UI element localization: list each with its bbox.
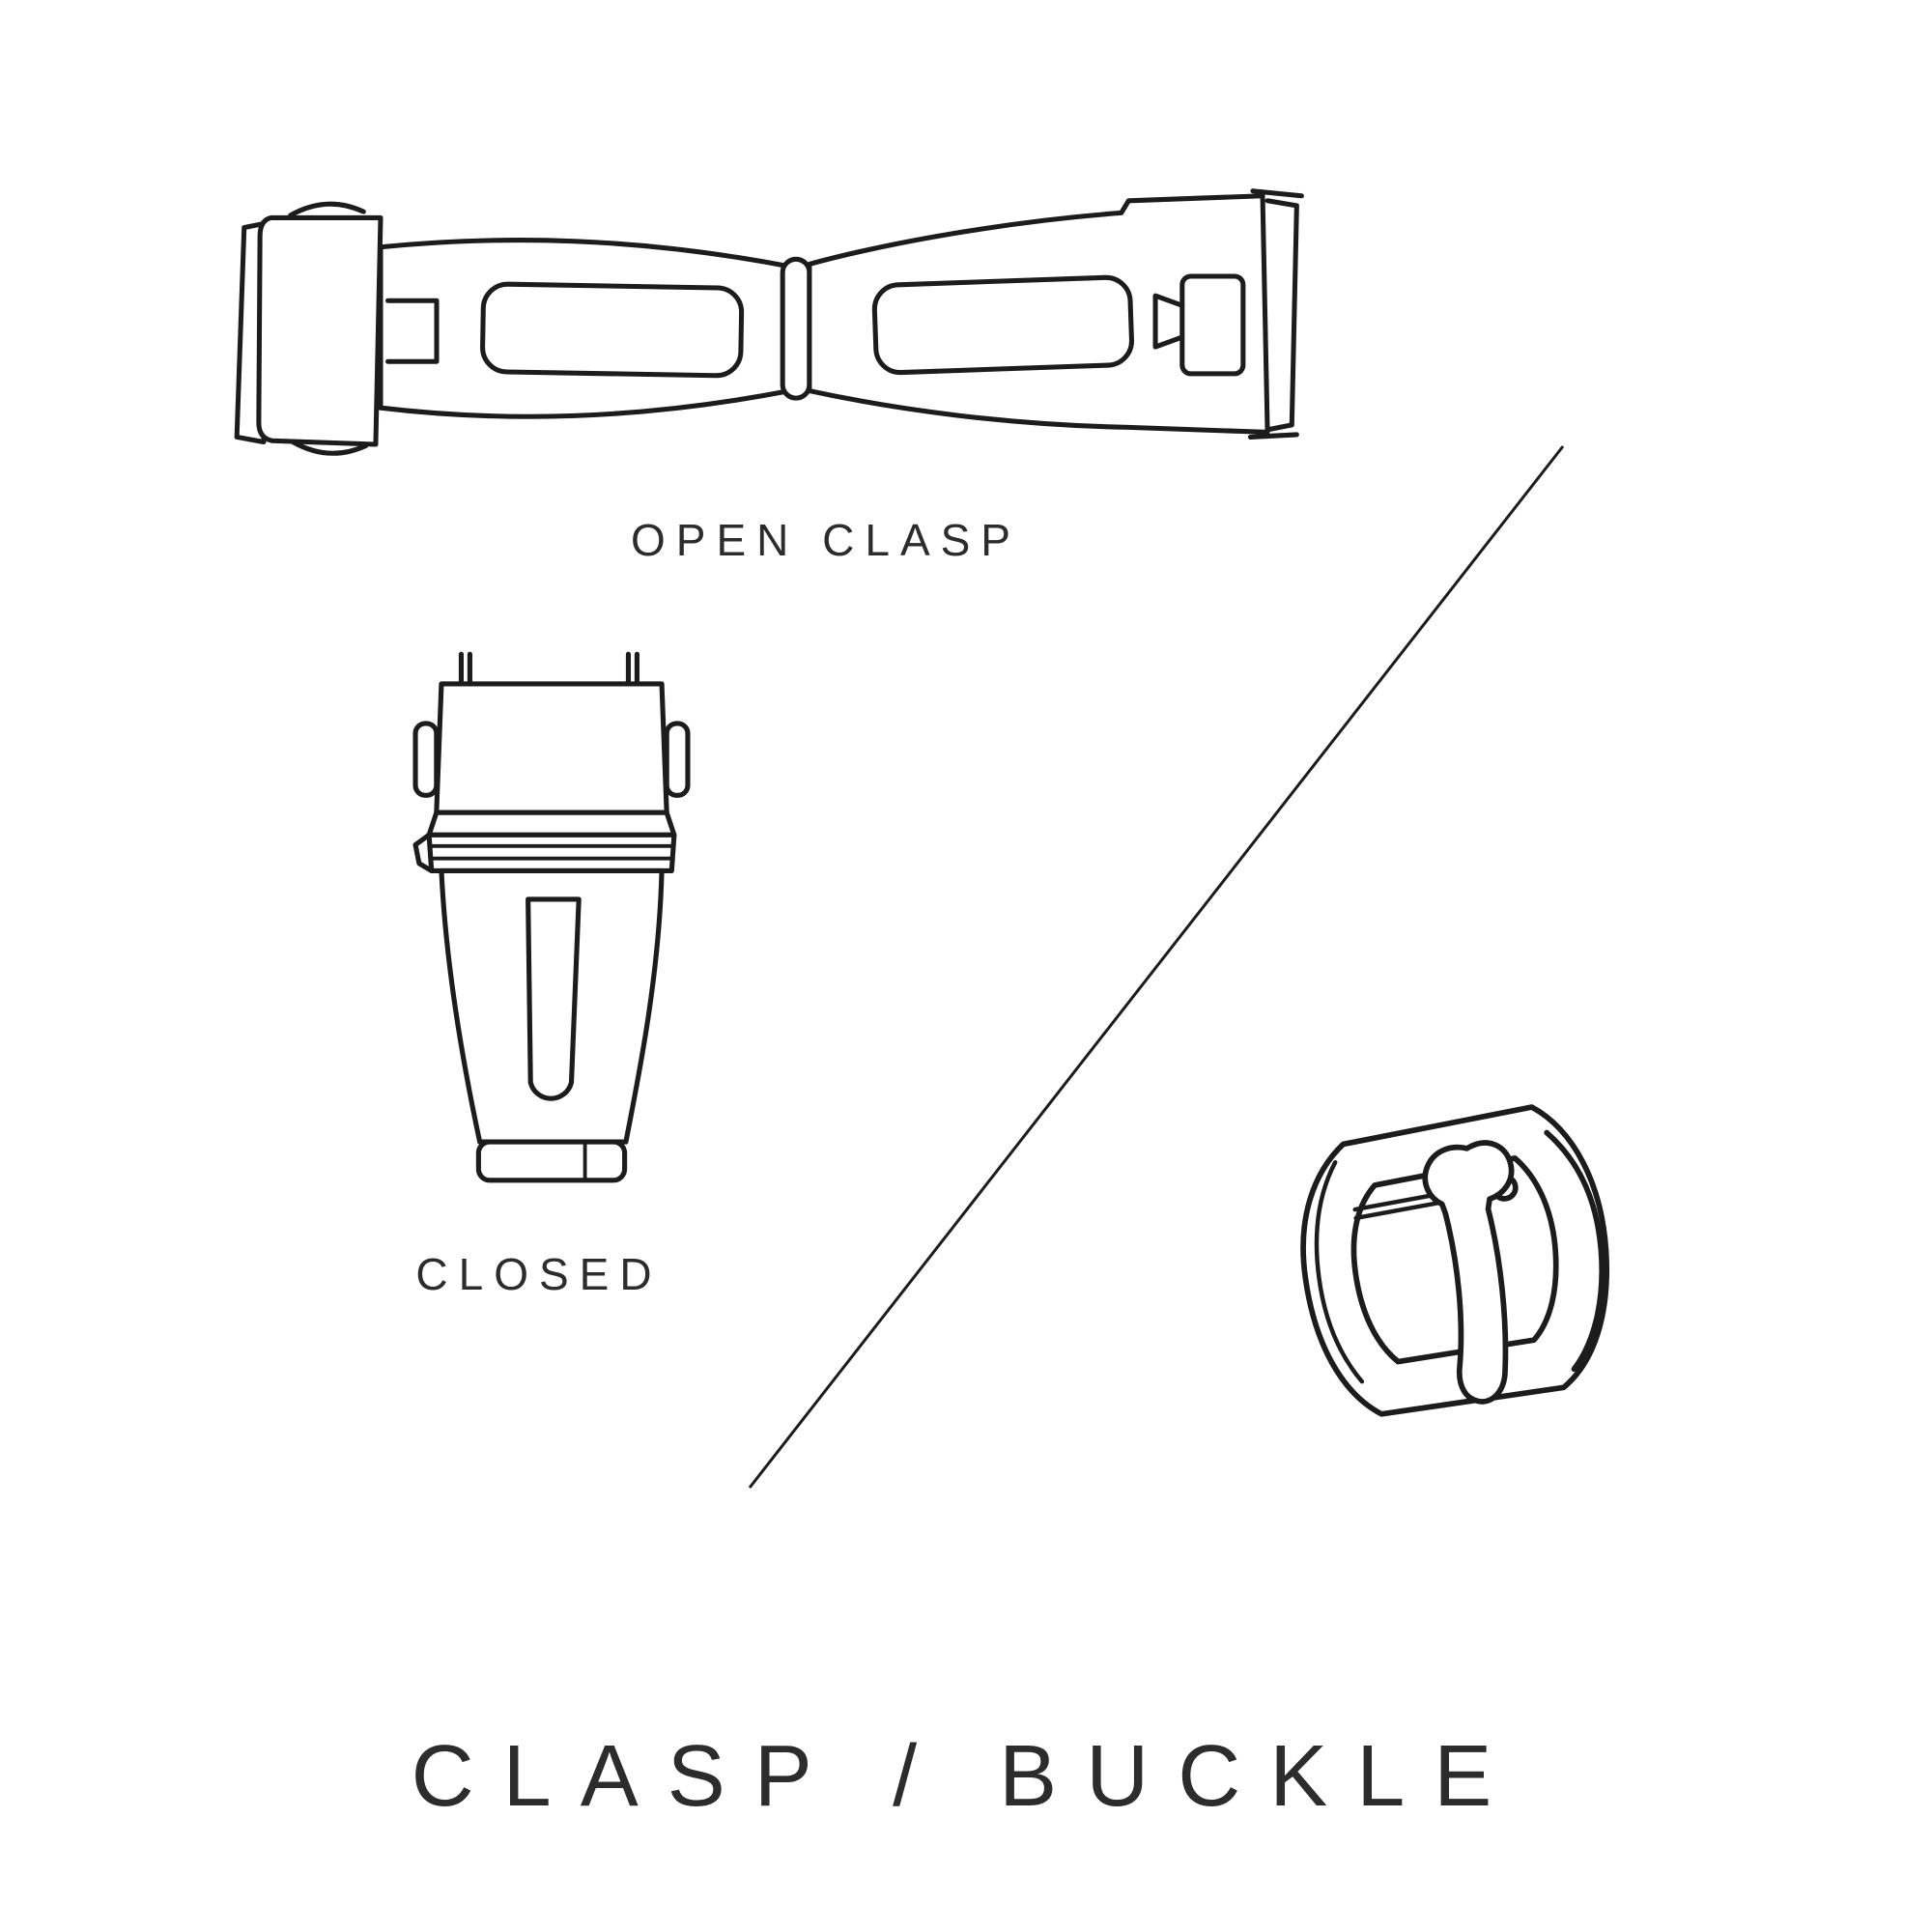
open-clasp-label: OPEN CLASP: [631, 515, 1021, 565]
closed-clasp-figure: [384, 649, 719, 1194]
open-clasp-illustration: [234, 188, 1304, 456]
closed-clasp-label: CLOSED: [415, 1249, 663, 1299]
closed-clasp-illustration: [412, 651, 691, 1183]
open-clasp-figure: [217, 174, 1314, 491]
page-title: CLASP / BUCKLE: [411, 1728, 1521, 1825]
buckle-figure: [1238, 1080, 1656, 1448]
buckle-illustration: [1300, 1104, 1609, 1417]
